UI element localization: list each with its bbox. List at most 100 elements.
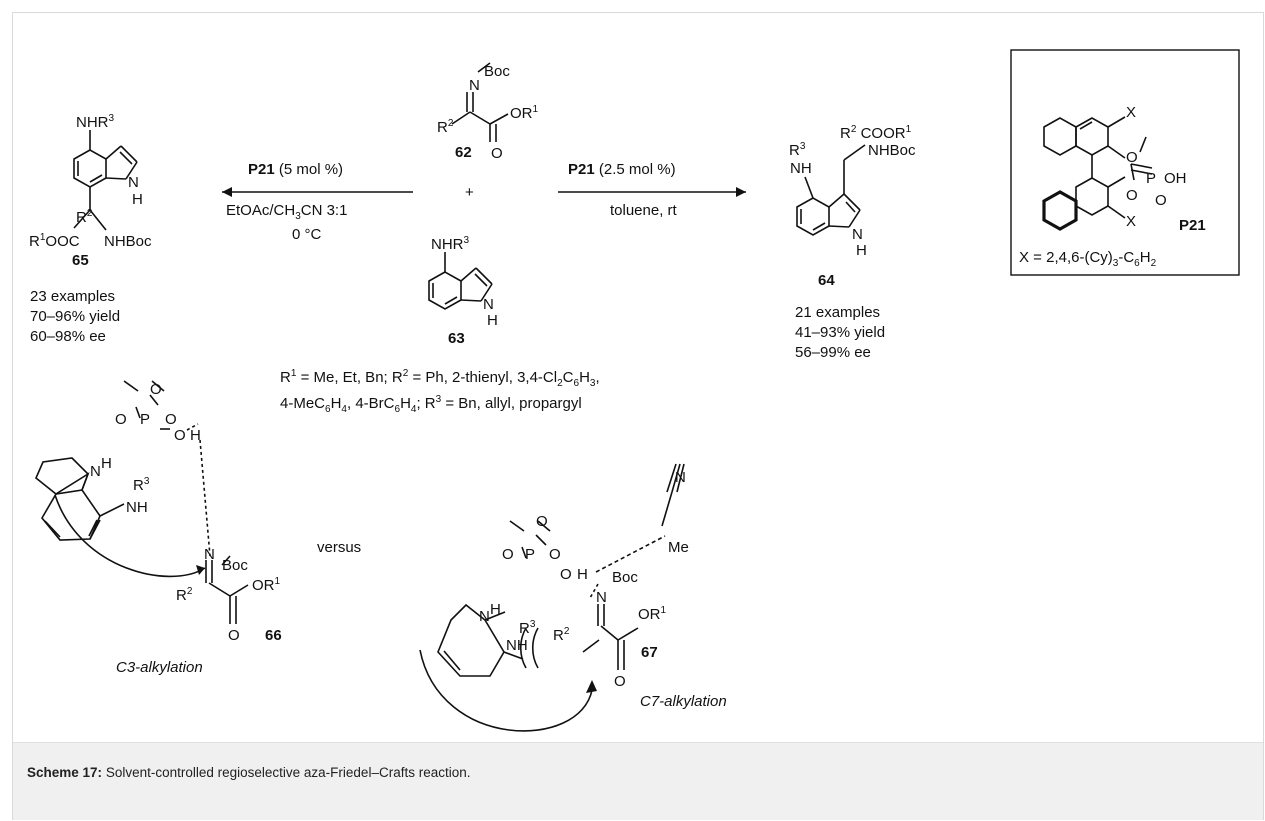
svg-text:NHR3: NHR3: [76, 113, 115, 131]
svg-text:H: H: [490, 601, 501, 618]
svg-text:H: H: [856, 242, 867, 259]
svg-text:OH: OH: [1164, 170, 1187, 187]
compound-67-structure: [419, 463, 685, 732]
left-temperature: 0 °C: [292, 226, 322, 243]
left-examples: 23 examples: [30, 288, 115, 305]
svg-text:R2: R2: [437, 118, 454, 136]
svg-text:N: N: [128, 174, 139, 191]
svg-text:R3: R3: [133, 476, 150, 494]
svg-text:X: X: [1126, 213, 1136, 230]
svg-text:P21 (2.5 mol %): P21 (2.5 mol %): [568, 161, 676, 178]
svg-text:R2 COOR1: R2 COOR1: [840, 124, 912, 142]
svg-text:OR1: OR1: [510, 104, 539, 122]
boc-label-62: Boc: [484, 63, 510, 80]
svg-text:N: N: [596, 589, 607, 606]
figure-frame: [12, 12, 1264, 820]
svg-text:P: P: [140, 411, 150, 428]
boc-label-66: Boc: [222, 557, 248, 574]
svg-text:OR1: OR1: [638, 605, 667, 623]
caption-text: Solvent-controlled regioselective aza-Fr…: [105, 765, 471, 780]
right-loading: (2.5 mol %): [599, 161, 676, 178]
svg-text:R3: R3: [519, 619, 536, 637]
svg-text:X: X: [1126, 104, 1136, 121]
reaction-scheme: N Boc R2 OR1 O 62 + NHR3 N H 63 NHR3 N H…: [29, 49, 1240, 732]
label-67: 67: [641, 644, 658, 661]
svg-text:N: N: [90, 463, 101, 480]
right-catalyst: P21: [568, 161, 595, 178]
compound-66-structure: [35, 380, 249, 624]
boc-label-67: Boc: [612, 569, 638, 586]
compound-64-structure: [796, 144, 866, 236]
p21-structure: [1042, 116, 1153, 231]
svg-text:P: P: [525, 546, 535, 563]
label-64: 64: [818, 272, 835, 289]
svg-text:O: O: [1126, 187, 1138, 204]
svg-text:H: H: [101, 455, 112, 472]
caption-bar: Scheme 17: Solvent-controlled regioselec…: [13, 742, 1263, 820]
substituents-line-2: 4-MeC6H4, 4-BrC6H4; R3 = Bn, allyl, prop…: [280, 394, 582, 415]
right-examples: 21 examples: [795, 304, 880, 321]
label-p21: P21: [1179, 217, 1206, 234]
compound-63-structure: [428, 252, 493, 310]
figure-caption: Scheme 17: Solvent-controlled regioselec…: [27, 765, 470, 780]
svg-text:O: O: [536, 513, 548, 530]
svg-text:O: O: [1126, 149, 1138, 166]
c3-alkylation-label: C3-alkylation: [116, 659, 203, 676]
svg-text:R2: R2: [76, 208, 93, 226]
left-catalyst: P21: [248, 161, 275, 178]
left-loading: (5 mol %): [279, 161, 343, 178]
left-yield: 70–96% yield: [30, 308, 120, 325]
svg-text:O: O: [491, 145, 503, 162]
svg-text:O: O: [502, 546, 514, 563]
svg-text:P21 (5 mol %): P21 (5 mol %): [248, 161, 343, 178]
svg-text:OR1: OR1: [252, 576, 281, 594]
right-conditions: toluene, rt: [610, 202, 678, 219]
svg-text:O: O: [560, 566, 572, 583]
svg-text:O: O: [614, 673, 626, 690]
svg-text:N: N: [675, 469, 686, 486]
right-yield: 41–93% yield: [795, 324, 885, 341]
svg-text:O: O: [115, 411, 127, 428]
label-65: 65: [72, 252, 89, 269]
svg-text:R1OOC: R1OOC: [29, 232, 80, 250]
plus-sign: +: [465, 184, 474, 201]
svg-text:N: N: [469, 77, 480, 94]
svg-text:O: O: [150, 381, 162, 398]
svg-text:H: H: [577, 566, 588, 583]
svg-text:H: H: [190, 427, 201, 444]
svg-text:R2: R2: [176, 586, 193, 604]
svg-text:O: O: [1155, 192, 1167, 209]
caption-label: Scheme 17:: [27, 765, 103, 780]
nhboc-label-65: NHBoc: [104, 233, 152, 250]
x-definition: X = 2,4,6-(Cy)3-C6H2: [1019, 249, 1157, 269]
compound-62-structure: [451, 62, 509, 142]
compound-65-structure: [73, 130, 138, 231]
svg-text:NHR3: NHR3: [431, 235, 470, 253]
svg-text:N: N: [204, 546, 215, 563]
svg-text:NH: NH: [126, 499, 148, 516]
svg-text:P: P: [1146, 170, 1156, 187]
svg-text:O: O: [549, 546, 561, 563]
svg-text:NH: NH: [506, 637, 528, 654]
versus-label: versus: [317, 539, 361, 556]
label-62: 62: [455, 144, 472, 161]
left-ee: 60–98% ee: [30, 328, 106, 345]
svg-text:N: N: [479, 608, 490, 625]
svg-text:O: O: [165, 411, 177, 428]
svg-text:O: O: [174, 427, 186, 444]
svg-text:N: N: [852, 226, 863, 243]
label-63: 63: [448, 330, 465, 347]
svg-text:NH: NH: [790, 160, 812, 177]
c7-alkylation-label: C7-alkylation: [640, 693, 727, 710]
svg-text:EtOAc/CH3CN 3:1: EtOAc/CH3CN 3:1: [226, 202, 347, 222]
right-ee: 56–99% ee: [795, 344, 871, 361]
svg-text:H: H: [132, 191, 143, 208]
svg-text:H: H: [487, 312, 498, 329]
svg-text:N: N: [483, 296, 494, 313]
me-label: Me: [668, 539, 689, 556]
substituents-line-1: R1 = Me, Et, Bn; R2 = Ph, 2-thienyl, 3,4…: [280, 368, 600, 389]
svg-text:R3: R3: [789, 141, 806, 159]
svg-text:R2: R2: [553, 626, 570, 644]
svg-text:O: O: [228, 627, 240, 644]
nhboc-label-64: NHBoc: [868, 142, 916, 159]
